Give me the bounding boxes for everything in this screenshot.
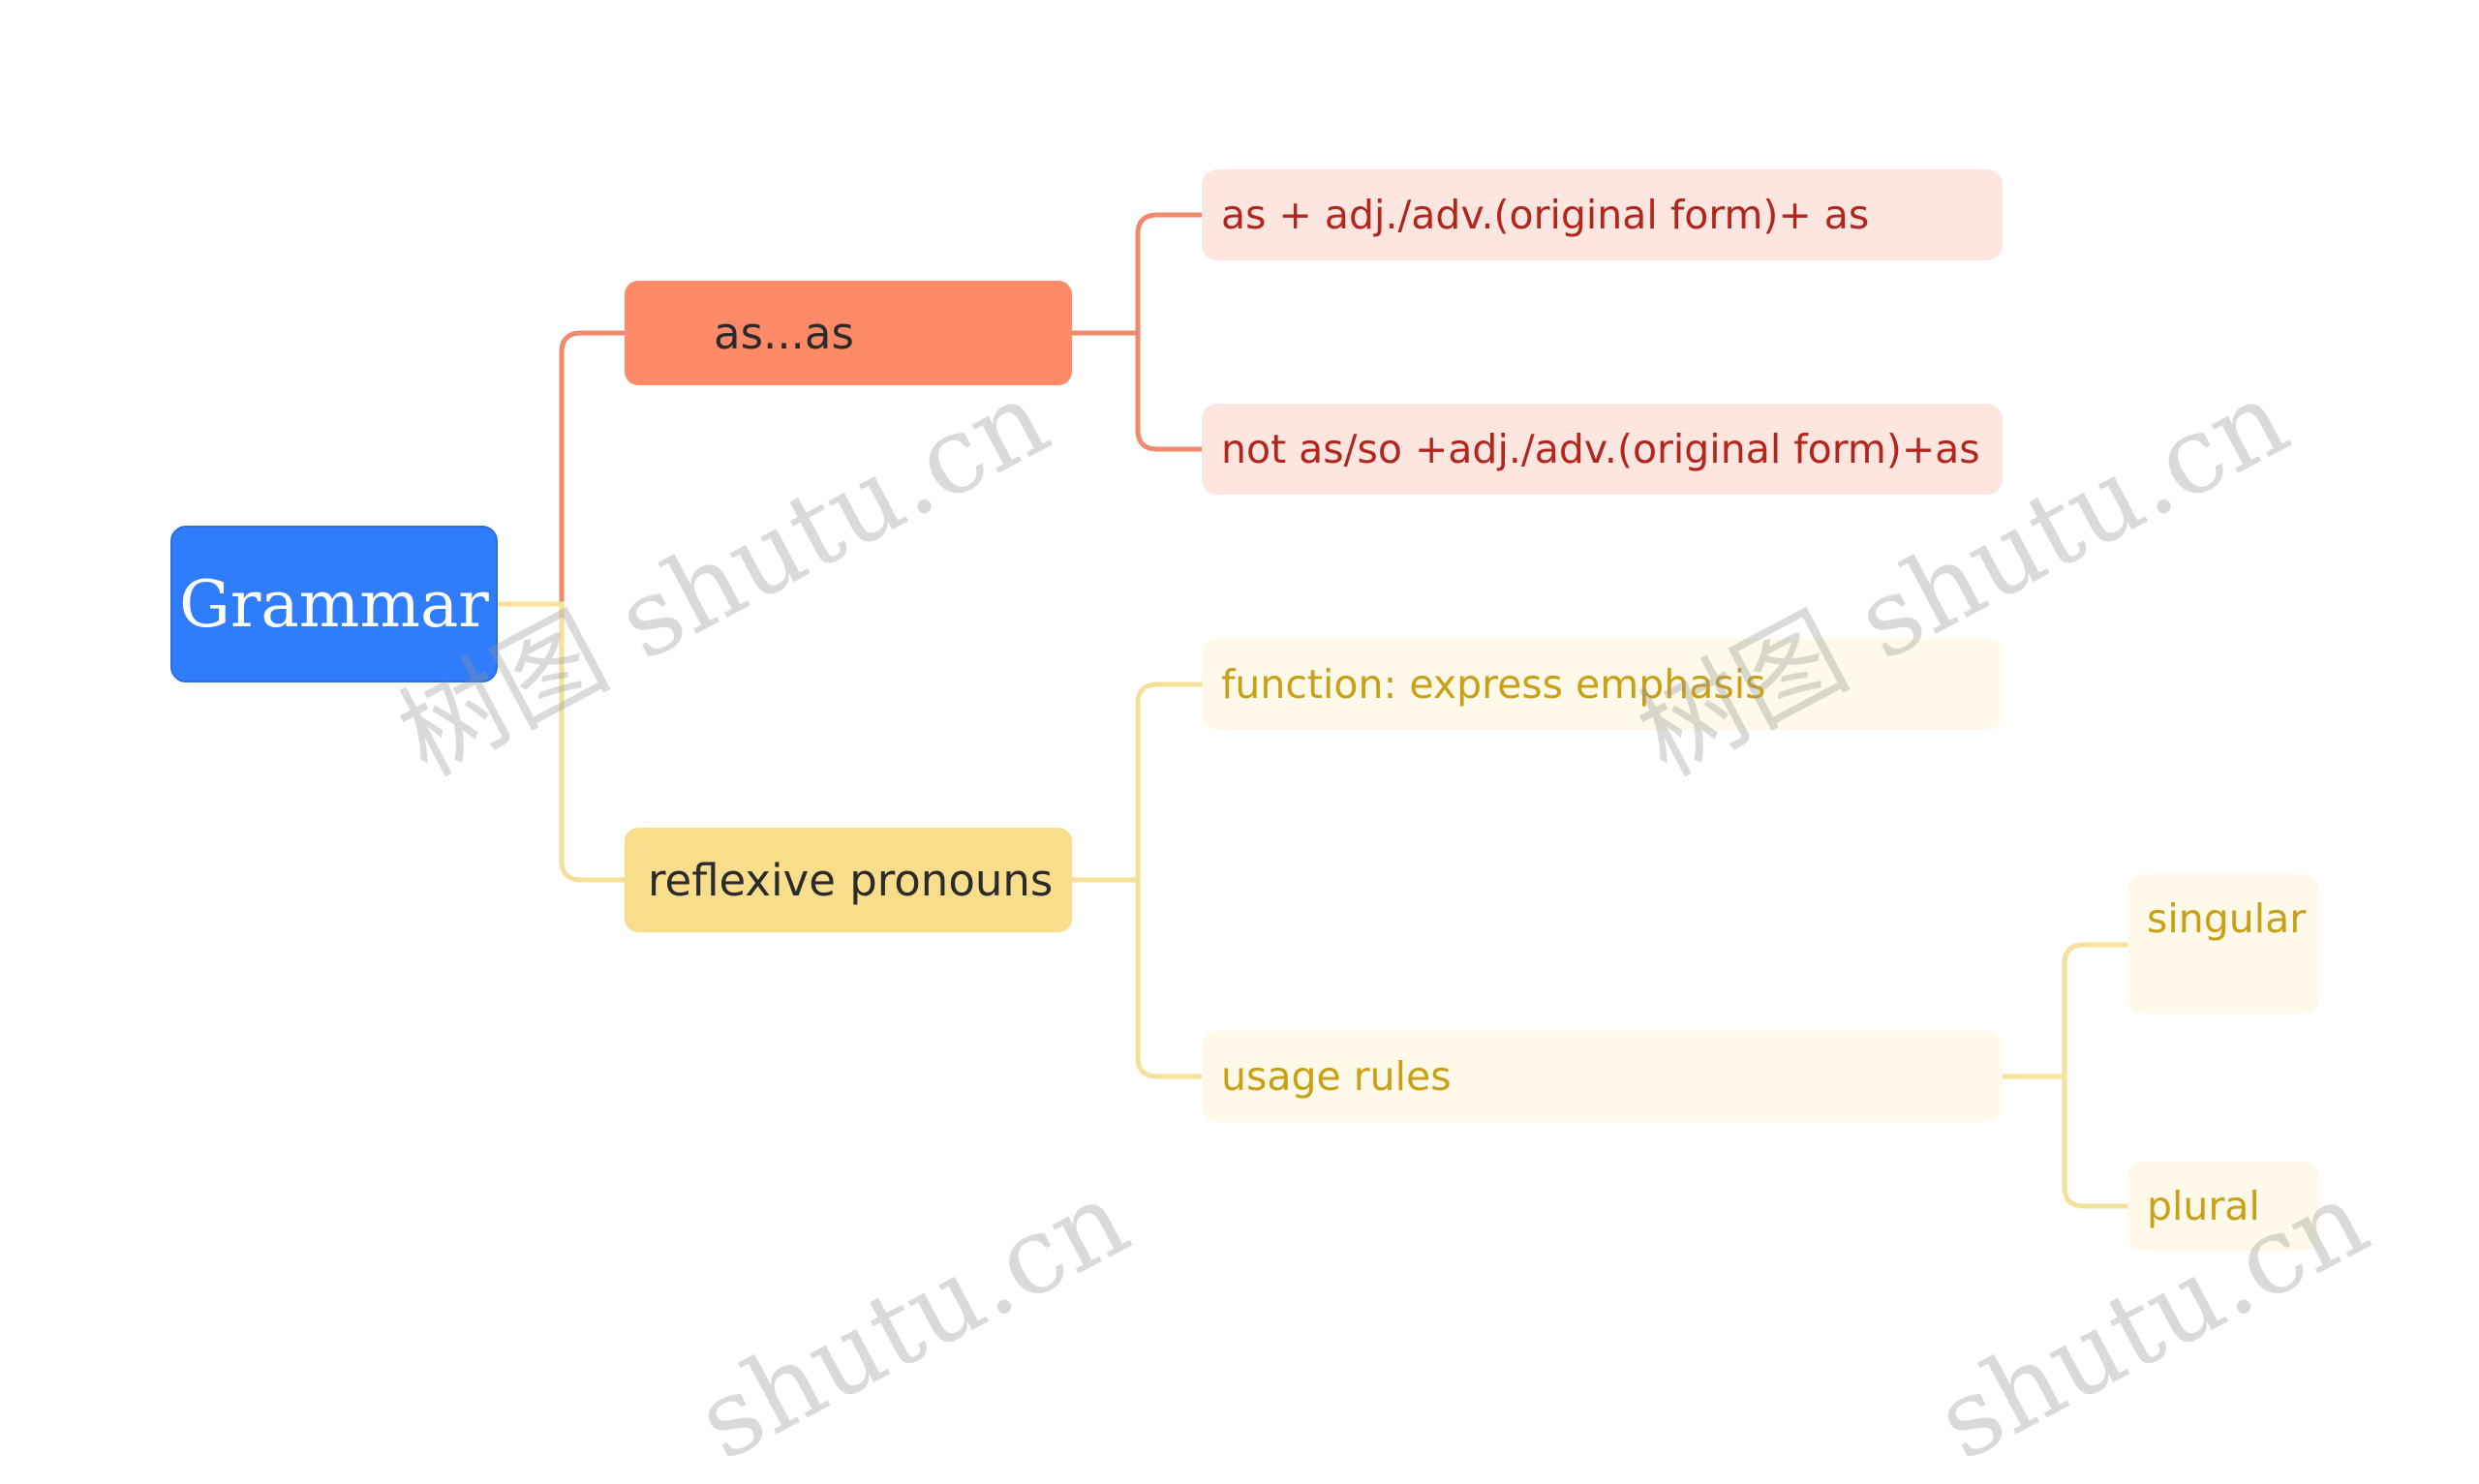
connector-lines bbox=[498, 212, 2127, 1209]
leaf-label: as + adj./adv.(original form)+ as bbox=[1221, 192, 1870, 238]
connector-reflexive-function bbox=[1072, 681, 1202, 883]
connector-usage-singular bbox=[2003, 942, 2127, 1079]
branch-label: reflexive pronouns bbox=[648, 854, 1054, 906]
leaf-node-plural[interactable]: plural bbox=[2127, 1162, 2319, 1251]
connector-root-asas bbox=[498, 330, 625, 607]
branch-label: as...as bbox=[714, 307, 854, 359]
leaf-label: plural bbox=[2147, 1183, 2260, 1229]
connector-root-reflexive bbox=[498, 601, 625, 883]
connector-asas-leaf-1 bbox=[1072, 212, 1202, 336]
leaf-label: singular bbox=[2147, 895, 2307, 942]
branch-node-as-as[interactable]: as...as bbox=[625, 281, 1072, 385]
leaf-label: usage rules bbox=[1221, 1053, 1452, 1100]
connector-asas-leaf-2 bbox=[1072, 330, 1202, 452]
connector-reflexive-usage bbox=[1072, 877, 1202, 1079]
leaf-label: function: express emphasis bbox=[1221, 661, 1766, 708]
leaf-node-singular[interactable]: singular bbox=[2127, 874, 2319, 1014]
leaf-node-as-adj-as[interactable]: as + adj./adv.(original form)+ as bbox=[1202, 169, 2003, 260]
root-label: Grammar bbox=[179, 566, 489, 642]
leaf-label: not as/so +adj./adv.(original form)+as bbox=[1221, 426, 1980, 472]
leaf-node-usage-rules[interactable]: usage rules bbox=[1202, 1031, 2003, 1122]
mindmap-canvas: Grammar as...as reflexive pronouns as + … bbox=[170, 169, 2386, 1484]
connector-usage-plural bbox=[2003, 1074, 2127, 1209]
branch-node-reflexive-pronouns[interactable]: reflexive pronouns bbox=[625, 828, 1072, 932]
root-node-grammar[interactable]: Grammar bbox=[170, 526, 498, 682]
leaf-node-function[interactable]: function: express emphasis bbox=[1202, 639, 2003, 730]
leaf-node-not-as-so[interactable]: not as/so +adj./adv.(original form)+as bbox=[1202, 404, 2003, 495]
